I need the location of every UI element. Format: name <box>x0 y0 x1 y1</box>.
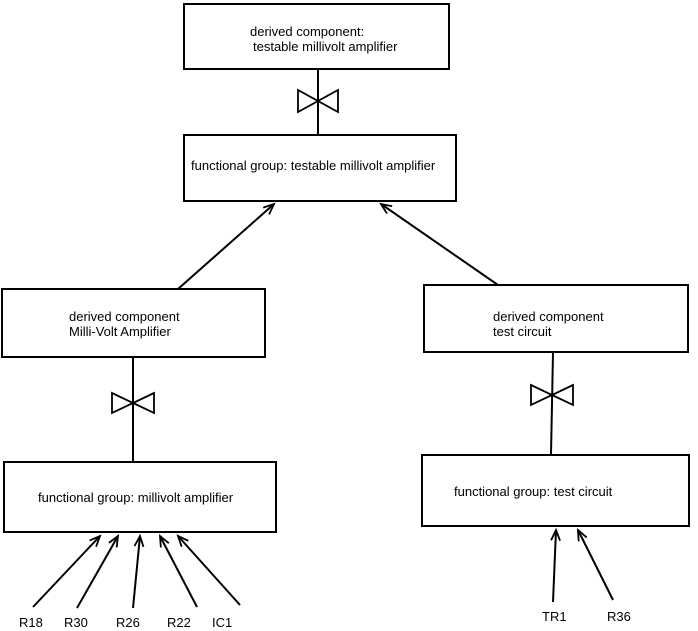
node-label: derived component <box>69 309 180 324</box>
node-label: functional group: millivolt amplifier <box>38 490 234 505</box>
component-label-r30[interactable]: R30 <box>64 615 88 630</box>
node-derived-component-milli-volt-amplifier[interactable]: derived component Milli-Volt Amplifier <box>1 288 266 358</box>
decomposition-bowtie-icon <box>530 383 574 407</box>
node-functional-group-testable-millivolt-amplifier[interactable]: functional group: testable millivolt amp… <box>183 134 457 202</box>
arrow-test-to-fg-testable <box>381 204 499 286</box>
arrow-r18 <box>32 536 100 608</box>
node-label: Milli-Volt Amplifier <box>69 324 171 339</box>
node-label: test circuit <box>493 324 552 339</box>
node-label: derived component <box>493 309 604 324</box>
arrow-ic1 <box>178 536 241 606</box>
arrow-mva-to-fg-testable <box>177 204 274 290</box>
arrow-tr1 <box>553 530 556 603</box>
arrow-r26 <box>132 536 140 609</box>
component-label-r36[interactable]: R36 <box>607 609 631 624</box>
decomposition-bowtie-icon <box>297 88 339 114</box>
component-label-tr1[interactable]: TR1 <box>542 609 567 624</box>
component-label-r18[interactable]: R18 <box>19 615 43 630</box>
node-label: derived component: <box>250 24 365 39</box>
node-derived-component-test-circuit[interactable]: derived component test circuit <box>423 284 689 353</box>
component-label-ic1[interactable]: IC1 <box>212 615 233 630</box>
node-functional-group-millivolt-amplifier[interactable]: functional group: millivolt amplifier <box>3 461 277 533</box>
component-label-r22[interactable]: R22 <box>167 615 191 630</box>
node-functional-group-test-circuit[interactable]: functional group: test circuit <box>421 454 690 527</box>
connector-right-decomposition <box>550 352 554 455</box>
arrow-r36 <box>578 530 614 601</box>
node-label: functional group: testable millivolt amp… <box>191 158 436 173</box>
component-label-r26[interactable]: R26 <box>116 615 140 630</box>
arrow-r30 <box>76 536 118 609</box>
arrow-r22 <box>160 536 198 608</box>
node-label: functional group: test circuit <box>454 484 613 499</box>
decomposition-bowtie-icon <box>111 391 155 415</box>
node-label: testable millivolt amplifier <box>253 39 398 54</box>
node-derived-component-testable-millivolt-amplifier[interactable]: derived component: testable millivolt am… <box>183 3 450 70</box>
